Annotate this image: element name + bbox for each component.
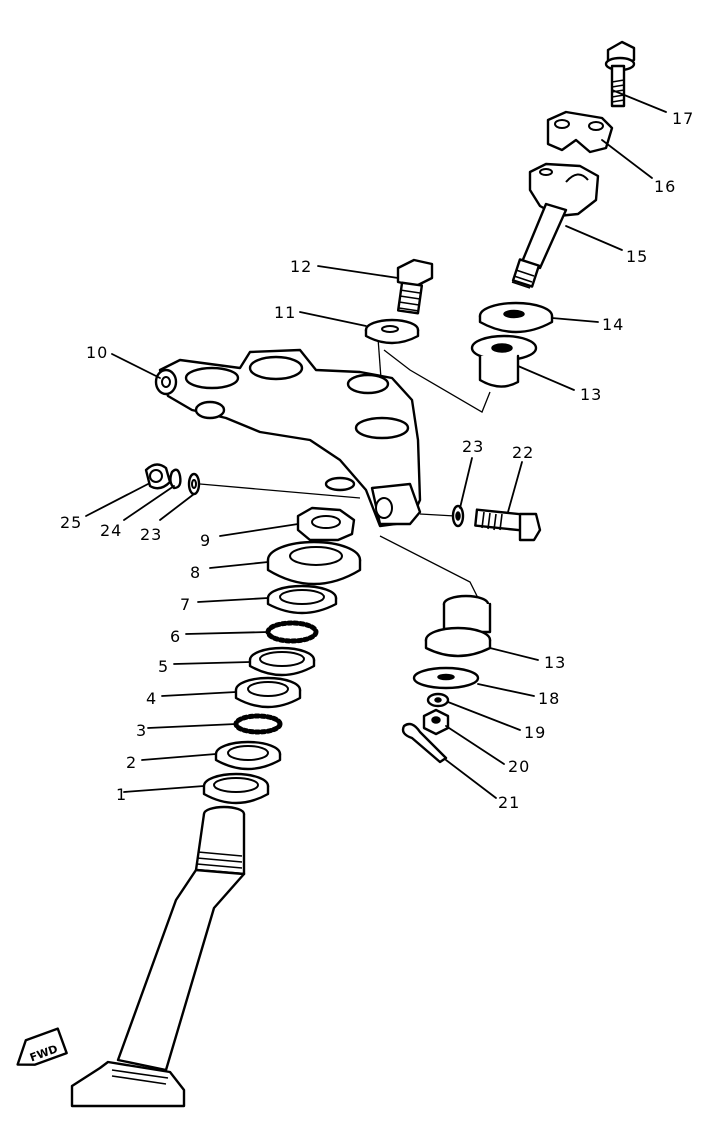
callout-2: 2: [126, 753, 137, 772]
callout-20: 20: [508, 757, 530, 776]
part-15-handle-holder: [511, 162, 600, 289]
part-25-cap-nut: [144, 463, 172, 490]
callout-18: 18: [538, 689, 560, 708]
callout-21: 21: [498, 793, 520, 812]
callout-10: 10: [86, 343, 108, 362]
callout-7: 7: [180, 595, 191, 614]
callout-22: 22: [512, 443, 534, 462]
steering-stem: [70, 805, 246, 1108]
part-16-holder-cap: [546, 110, 614, 154]
part-13-bushing-lower: [424, 594, 492, 658]
part-7-upper-race: [266, 584, 338, 615]
part-17-bolt: [604, 40, 636, 108]
part-4-race: [234, 676, 302, 709]
callout-15: 15: [626, 247, 648, 266]
part-18-washer: [412, 666, 480, 690]
part-23-washer-left: [187, 472, 201, 496]
callout-13-lower: 13: [544, 653, 566, 672]
part-6-ball-bearings: [265, 620, 319, 644]
callout-13-upper: 13: [580, 385, 602, 404]
part-1-dust-seal: [202, 772, 270, 805]
callout-5: 5: [158, 657, 169, 676]
part-19-spring-washer: [426, 692, 450, 708]
part-10-under-bracket: [154, 348, 422, 528]
part-9-ring-nut: [296, 506, 356, 542]
part-24-lock-washer: [169, 468, 182, 490]
callout-24: 24: [100, 521, 122, 540]
callout-3: 3: [136, 721, 147, 740]
part-2-lower-race: [214, 740, 282, 771]
callout-8: 8: [190, 563, 201, 582]
part-5-race: [248, 646, 316, 677]
callout-4: 4: [146, 689, 157, 708]
part-12-bolt: [396, 258, 434, 315]
fwd-arrow-icon: FWD: [16, 1027, 68, 1066]
part-21-cotter-pin: [401, 722, 448, 764]
callout-14: 14: [602, 315, 624, 334]
part-22-pinch-bolt: [474, 508, 542, 542]
part-20-nut: [422, 708, 450, 736]
callout-1: 1: [116, 785, 127, 804]
part-11-washer: [364, 318, 420, 345]
part-23-washer-right: [451, 504, 465, 528]
part-13-bushing-upper: [470, 334, 538, 388]
callout-23-left: 23: [140, 525, 162, 544]
callout-23-right: 23: [462, 437, 484, 456]
part-8-bearing-cover: [266, 540, 362, 586]
callout-9: 9: [200, 531, 211, 550]
part-3-ball-bearings: [233, 713, 283, 735]
callout-19: 19: [524, 723, 546, 742]
callout-11: 11: [274, 303, 296, 322]
callout-17: 17: [672, 109, 694, 128]
leader-lines: [85, 89, 667, 799]
callout-25: 25: [60, 513, 82, 532]
callout-labels: 17 16 15 14 13 12 11 10 23 22 25 24 23 9…: [60, 109, 694, 812]
callout-12: 12: [290, 257, 312, 276]
callout-16: 16: [654, 177, 676, 196]
callout-6: 6: [170, 627, 181, 646]
part-14-washer: [478, 301, 554, 334]
